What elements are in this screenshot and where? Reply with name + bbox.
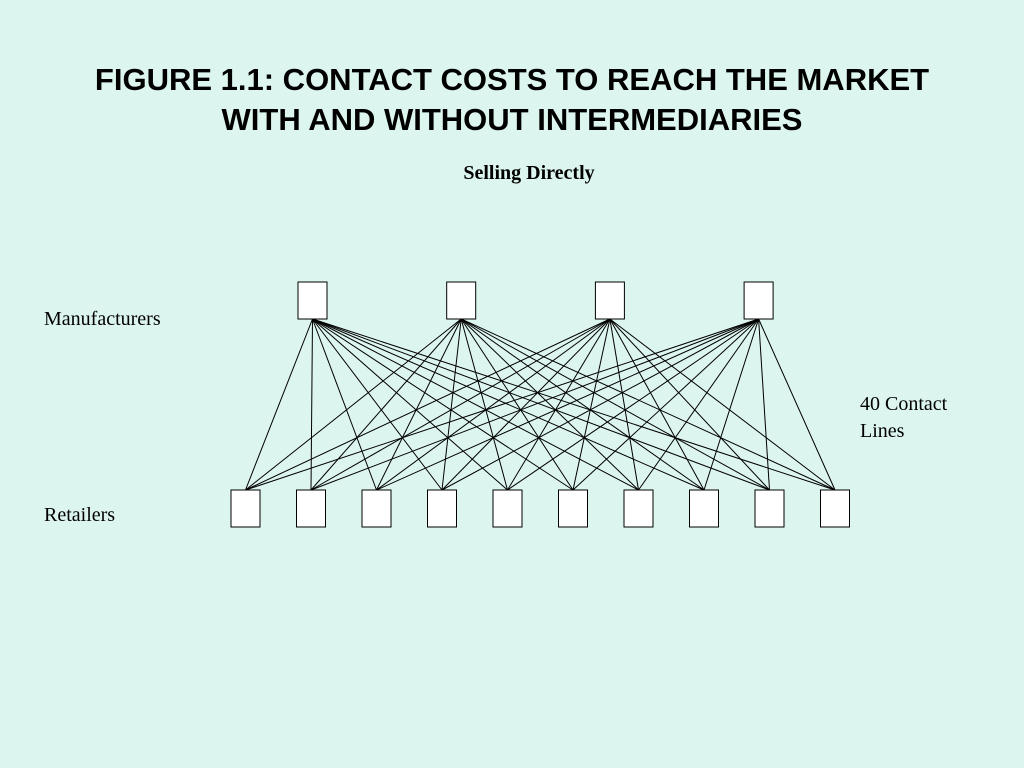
contact-line-m2-r6 [460,318,574,491]
contact-line-m1-r8 [312,318,705,491]
contact-line-m1-r7 [312,318,639,491]
retailer-box-8 [689,489,719,528]
contact-line-m3-r9 [609,318,770,491]
contact-line-m3-r6 [572,318,611,491]
contact-line-m1-r6 [312,318,574,491]
contact-line-m1-r10 [312,318,836,491]
contact-line-m1-r4 [312,318,443,491]
contact-lines-label: 40 Contact Lines [860,391,990,445]
diagram-subtitle: Selling Directly [463,162,595,184]
retailer-box-6 [558,489,588,528]
contact-line-m3-r4 [441,318,611,491]
contact-lines-label-line-2: Lines [860,420,905,442]
contact-line-m2-r3 [376,318,462,491]
manufacturer-box-1 [297,281,328,320]
retailer-box-2 [296,489,326,528]
retailer-box-1 [230,489,261,528]
contact-line-m4-r9 [758,318,770,491]
contact-line-m3-r5 [507,318,611,491]
contact-line-m1-r9 [312,318,770,491]
contact-line-m4-r10 [758,318,836,491]
slide-title-line-2: WITH AND WITHOUT INTERMEDIARIES [221,102,803,137]
contact-line-m4-r1 [245,318,759,491]
contact-line-m2-r4 [441,318,462,491]
retailers-label: Retailers [44,504,116,526]
retailer-box-7 [623,489,654,528]
contact-line-m4-r7 [638,318,760,491]
contact-line-m3-r10 [609,318,836,491]
nodes-group [230,281,850,528]
contact-line-m4-r4 [441,318,759,491]
contact-line-m3-r8 [609,318,705,491]
retailer-box-10 [820,489,850,528]
retailer-box-9 [754,489,785,528]
contact-line-m4-r6 [572,318,759,491]
contact-lines-group [245,318,836,491]
contact-line-m1-r2 [310,318,313,491]
retailer-box-4 [427,489,457,528]
manufacturers-label: Manufacturers [44,308,161,330]
manufacturer-box-4 [743,281,774,320]
manufacturer-box-2 [446,281,477,320]
contact-line-m1-r3 [312,318,377,491]
contact-line-m2-r9 [460,318,770,491]
contact-line-m1-r1 [245,318,313,491]
contact-line-m4-r8 [703,318,760,491]
contact-line-m3-r3 [376,318,611,491]
contact-line-m2-r7 [460,318,639,491]
contact-line-m4-r2 [310,318,759,491]
contact-line-m3-r7 [609,318,639,491]
contact-line-m2-r10 [460,318,836,491]
retailer-box-5 [492,489,523,528]
contact-line-m2-r1 [245,318,462,491]
slide-title-line-1: FIGURE 1.1: CONTACT COSTS TO REACH THE M… [94,62,930,97]
manufacturer-box-3 [594,281,625,320]
contact-line-m3-r1 [245,318,611,491]
contact-lines-label-line-1: 40 Contact [860,393,948,415]
retailer-box-3 [361,489,392,528]
slide-title: FIGURE 1.1: CONTACT COSTS TO REACH THE M… [0,60,1024,140]
contact-line-m2-r2 [310,318,462,491]
contact-line-m2-r5 [460,318,508,491]
contact-line-m2-r8 [460,318,705,491]
contact-line-m4-r5 [507,318,759,491]
contact-line-m1-r5 [312,318,508,491]
contact-line-m3-r2 [310,318,611,491]
contact-line-m4-r3 [376,318,759,491]
